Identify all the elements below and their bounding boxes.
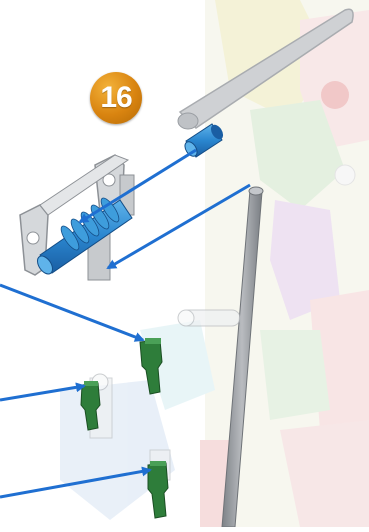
step-badge: 16 xyxy=(90,72,142,124)
green-connector xyxy=(148,461,168,518)
step-number: 16 xyxy=(100,81,131,115)
assembly-arrow xyxy=(0,285,143,340)
